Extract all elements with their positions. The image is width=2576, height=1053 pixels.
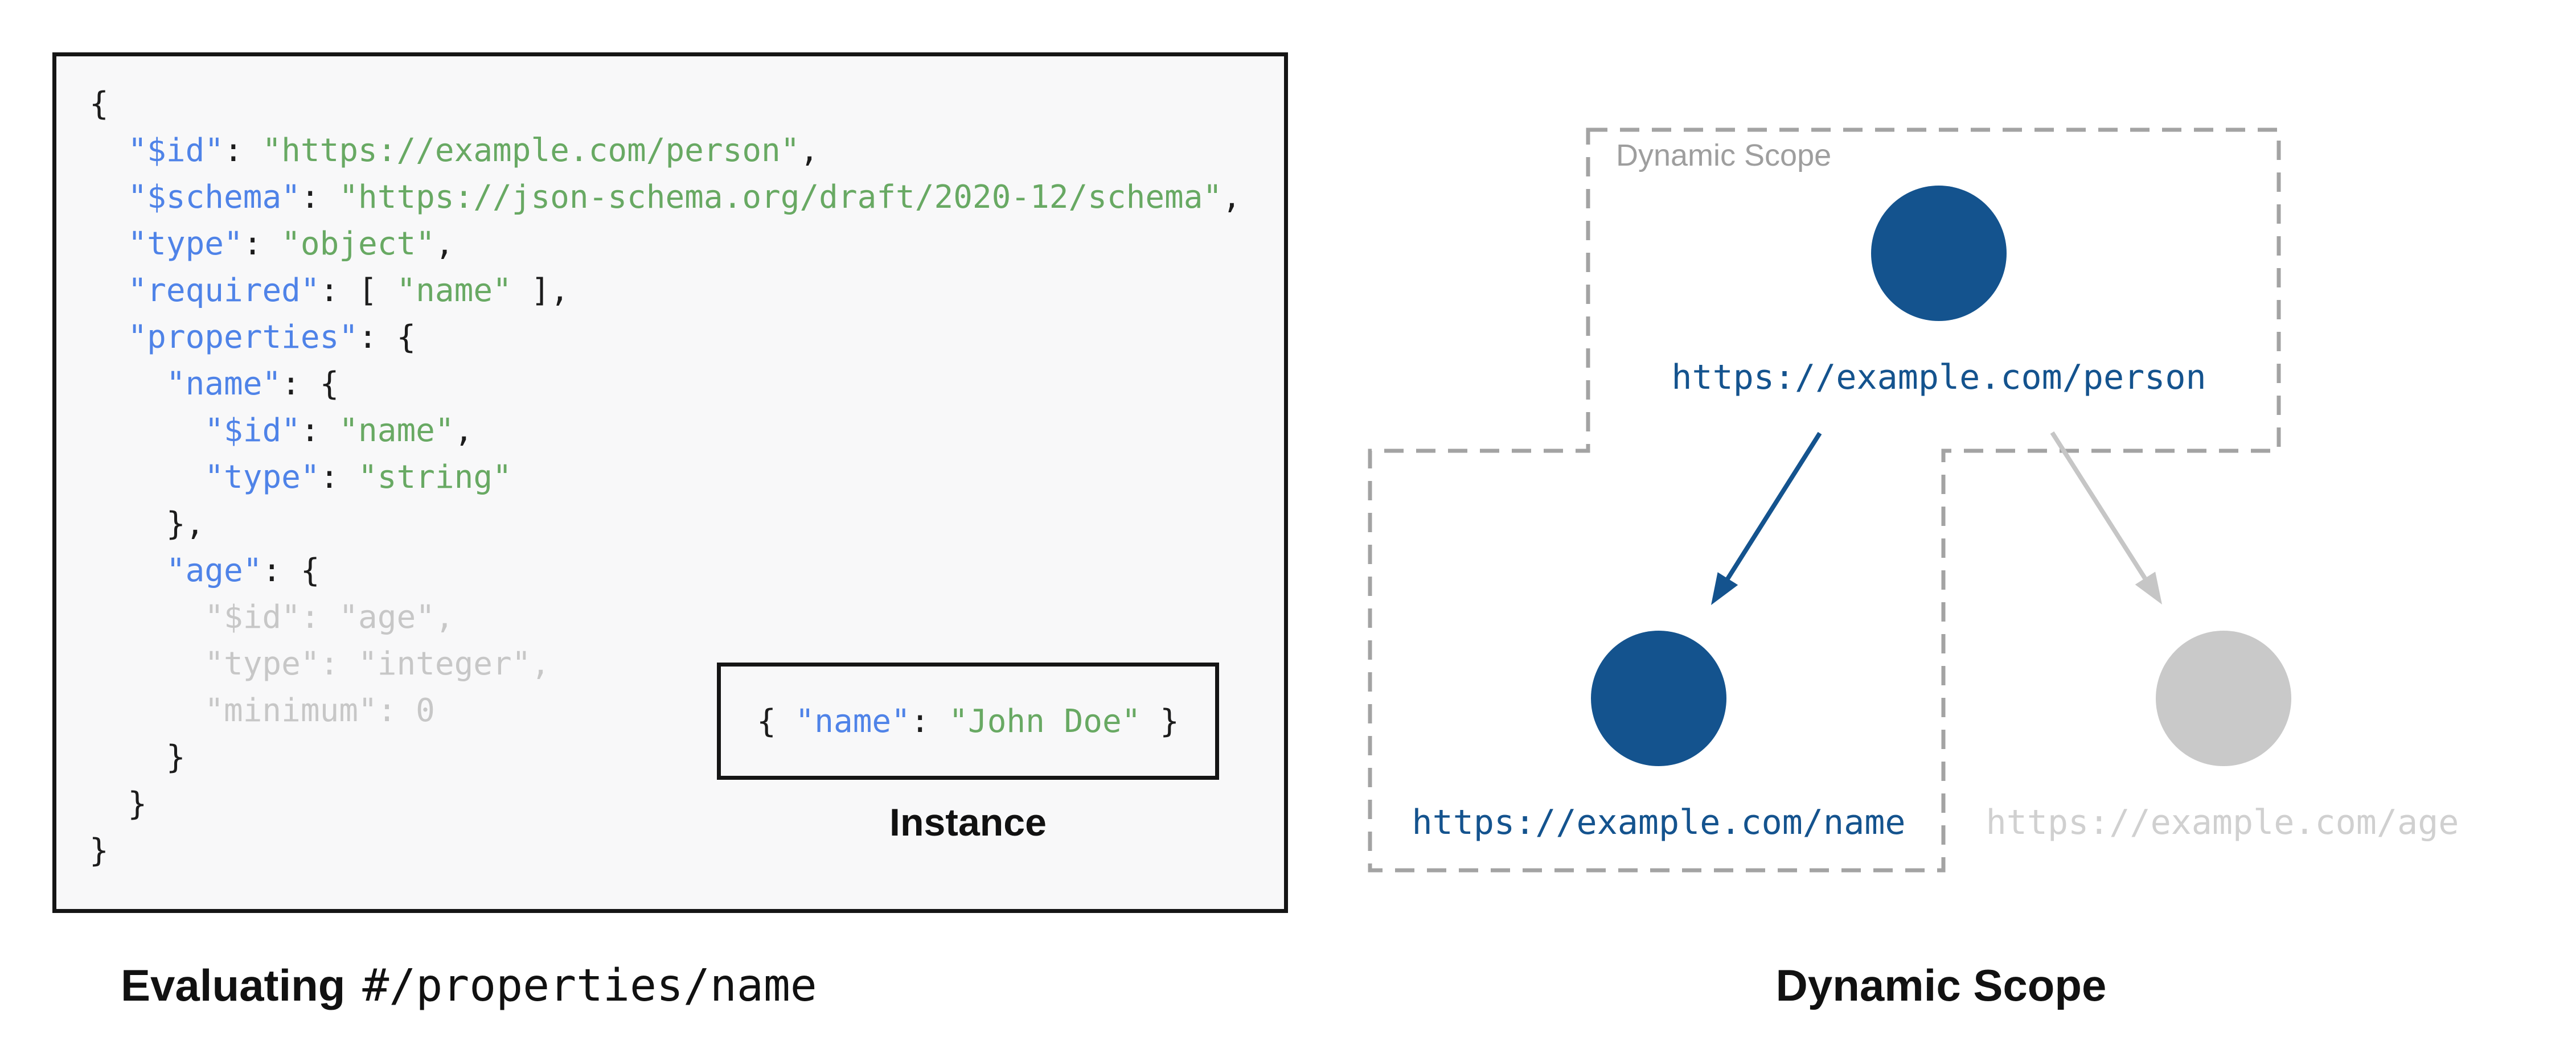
- code-line: }: [89, 828, 1241, 874]
- code-segment: [89, 459, 204, 496]
- code-segment: [89, 365, 166, 402]
- code-segment: : {: [262, 552, 320, 589]
- code-line: "properties": {: [89, 314, 1241, 361]
- code-segment: ],: [511, 272, 569, 309]
- code-segment: [89, 272, 128, 309]
- code-segment: "type": [204, 459, 320, 496]
- instance-label: Instance: [889, 801, 1047, 844]
- code-segment: : {: [281, 365, 339, 402]
- code-segment: [89, 179, 128, 216]
- code-segment: "properties": [128, 319, 359, 356]
- code-line: "type": "string": [89, 454, 1241, 501]
- code-segment: "$id": "age",: [89, 599, 454, 636]
- code-segment: [89, 132, 128, 169]
- instance-box: { "name": "John Doe" }: [717, 663, 1219, 780]
- code-segment: }: [1141, 702, 1179, 740]
- code-segment: "$schema": [128, 179, 301, 216]
- arrow-person-to-name: [1725, 431, 1822, 581]
- dynamic-scope-outline: [1368, 127, 2281, 873]
- code-segment: }: [89, 832, 109, 869]
- schema-caption-evaluating: Evaluating: [121, 960, 346, 1010]
- code-segment: "string": [358, 459, 512, 496]
- code-line: "minimum": 0: [89, 688, 1241, 734]
- arrow-person-to-name-head: [1711, 572, 1738, 605]
- code-line: "$id": "age",: [89, 594, 1241, 641]
- code-segment: : {: [358, 319, 416, 356]
- code-segment: [89, 225, 128, 262]
- code-segment: "https://example.com/person": [262, 132, 800, 169]
- code-segment: "required": [128, 272, 320, 309]
- code-segment: "name": [339, 412, 454, 449]
- node-age-url: https://example.com/age: [1986, 803, 2459, 842]
- code-line: {: [89, 81, 1241, 127]
- code-segment: :: [300, 412, 339, 449]
- arrow-person-to-age-head: [2135, 571, 2162, 604]
- code-segment: :: [910, 702, 949, 740]
- code-segment: :: [243, 225, 282, 262]
- code-segment: {: [89, 85, 109, 122]
- code-segment: }: [89, 785, 147, 822]
- code-segment: "minimum": 0: [89, 692, 435, 729]
- code-segment: ,: [1222, 179, 1241, 216]
- code-line: },: [89, 501, 1241, 548]
- code-segment: : [: [319, 272, 397, 309]
- code-segment: ,: [434, 225, 454, 262]
- code-segment: "https://json-schema.org/draft/2020-12/s…: [339, 179, 1223, 216]
- code-segment: "$id": [128, 132, 224, 169]
- code-segment: ,: [454, 412, 474, 449]
- code-segment: [89, 552, 166, 589]
- code-line: "$schema": "https://json-schema.org/draf…: [89, 174, 1241, 221]
- code-segment: "$id": [204, 412, 301, 449]
- code-segment: [89, 319, 128, 356]
- code-segment: "type": [128, 225, 243, 262]
- code-segment: "John Doe": [949, 702, 1141, 740]
- code-line: }: [89, 734, 1241, 781]
- arrow-person-to-age: [2050, 431, 2147, 580]
- code-segment: [89, 412, 204, 449]
- code-line: "type": "integer",: [89, 641, 1241, 688]
- code-segment: },: [89, 505, 205, 542]
- node-name: [1591, 631, 1726, 766]
- code-segment: "age": [166, 552, 262, 589]
- schema-caption: Evaluating #/properties/name: [121, 960, 817, 1011]
- code-segment: ,: [799, 132, 819, 169]
- node-person-url: https://example.com/person: [1671, 357, 2206, 397]
- schema-code: { "$id": "https://example.com/person", "…: [89, 81, 1241, 874]
- code-line: "age": {: [89, 548, 1241, 594]
- code-segment: :: [224, 132, 262, 169]
- code-segment: :: [319, 459, 359, 496]
- node-age: [2156, 631, 2291, 766]
- dynamic-scope-box-label: Dynamic Scope: [1616, 138, 1832, 172]
- code-segment: "name": [396, 272, 512, 309]
- code-line: "$id": "name",: [89, 408, 1241, 454]
- code-segment: {: [757, 702, 795, 740]
- diagram-caption: Dynamic Scope: [1775, 960, 2107, 1010]
- node-name-url: https://example.com/name: [1412, 803, 1906, 842]
- node-person: [1871, 186, 2007, 321]
- code-line: "name": {: [89, 361, 1241, 408]
- code-segment: }: [89, 739, 186, 776]
- code-segment: "object": [281, 225, 435, 262]
- code-segment: "name": [795, 702, 910, 740]
- code-segment: :: [300, 179, 339, 216]
- code-segment: "name": [166, 365, 282, 402]
- code-line: }: [89, 781, 1241, 828]
- instance-code: { "name": "John Doe" }: [757, 703, 1179, 740]
- code-line: "required": [ "name" ],: [89, 268, 1241, 314]
- schema-caption-pointer: #/properties/name: [362, 960, 817, 1011]
- code-line: "type": "object",: [89, 221, 1241, 268]
- dynamic-scope-diagram: [1368, 127, 2291, 873]
- code-line: "$id": "https://example.com/person",: [89, 127, 1241, 174]
- code-segment: "type": "integer",: [89, 645, 551, 682]
